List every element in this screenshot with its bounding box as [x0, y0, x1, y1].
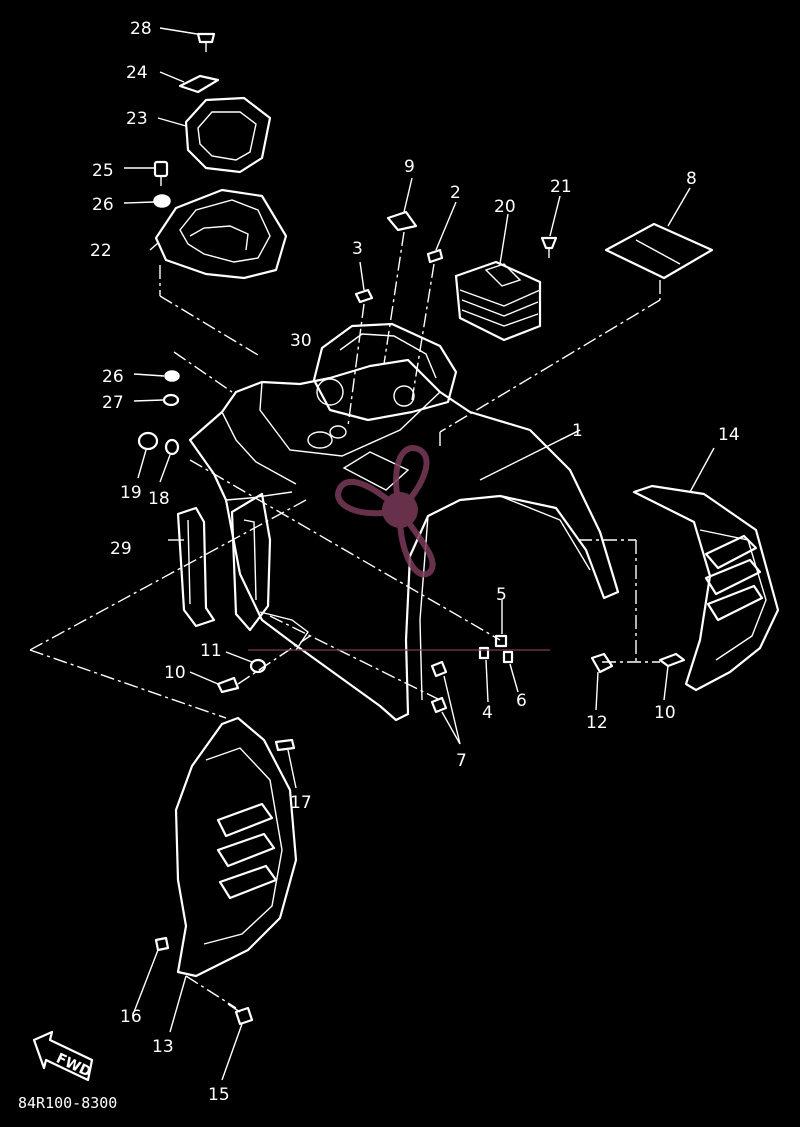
upper-small-parts: [347, 177, 714, 448]
front-fender-body: [188, 322, 620, 722]
label-26b: 26: [102, 367, 124, 387]
label-6: 6: [516, 691, 527, 711]
drawing-code: 84R100-8300: [18, 1094, 117, 1112]
label-23: 23: [126, 109, 148, 129]
label-25: 25: [92, 161, 114, 181]
label-19: 19: [120, 483, 142, 503]
label-21: 21: [550, 177, 572, 197]
label-4: 4: [482, 703, 493, 723]
forward-arrow-icon: FWD: [32, 1030, 94, 1082]
side-cover-left: [169, 716, 298, 1033]
label-17: 17: [290, 793, 312, 813]
label-11: 11: [200, 641, 222, 661]
label-28: 28: [130, 19, 152, 39]
label-29: 29: [110, 539, 132, 559]
label-7: 7: [456, 751, 467, 771]
label-24: 24: [126, 63, 148, 83]
label-15: 15: [208, 1085, 230, 1105]
label-16: 16: [120, 1007, 142, 1027]
label-30: 30: [290, 331, 312, 351]
label-2: 2: [450, 183, 461, 203]
label-5: 5: [496, 585, 507, 605]
bracket-29: [168, 506, 216, 628]
fwd-label: FWD: [54, 1051, 94, 1081]
label-18: 18: [148, 489, 170, 509]
meter-cover-assembly: [123, 27, 288, 356]
label-20: 20: [494, 197, 516, 217]
label-22: 22: [90, 241, 112, 261]
small-fasteners-left: [133, 351, 233, 483]
propeller-logo-icon: [248, 445, 550, 651]
label-8: 8: [686, 169, 697, 189]
label-1: 1: [572, 421, 583, 441]
label-10b: 10: [654, 703, 676, 723]
label-27: 27: [102, 393, 124, 413]
side-cover-right: [632, 447, 780, 692]
lower-fasteners: [133, 600, 686, 1081]
label-14: 14: [718, 425, 740, 445]
label-3: 3: [352, 239, 363, 259]
assembly-lines: [29, 429, 660, 719]
label-12: 12: [586, 713, 608, 733]
part-labels: 28 24 23 25 26 22 9 2 20 21 8 3 30 26 27…: [18, 19, 740, 1112]
label-13: 13: [152, 1037, 174, 1057]
label-26a: 26: [92, 195, 114, 215]
label-10a: 10: [164, 663, 186, 683]
label-9: 9: [404, 157, 415, 177]
